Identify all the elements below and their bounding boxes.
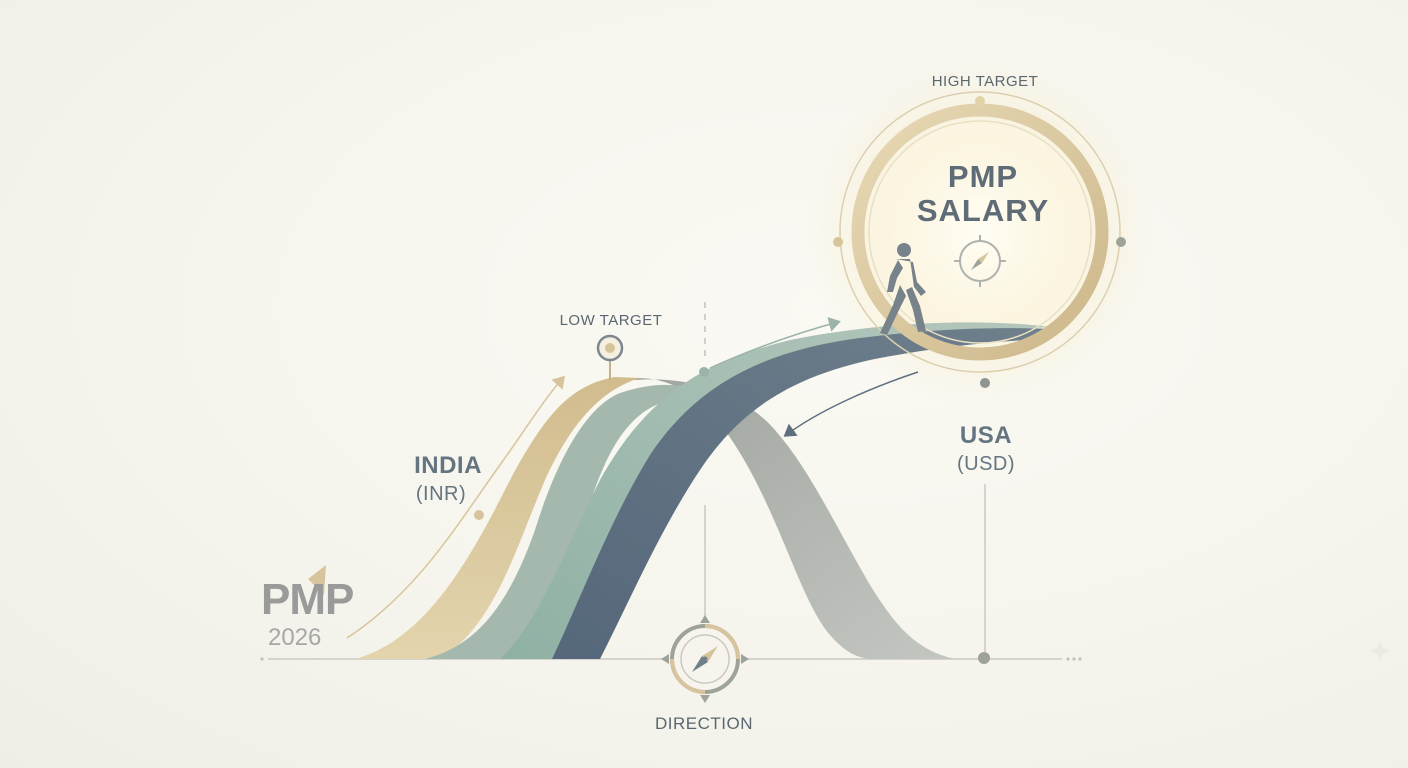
india-node (474, 510, 484, 520)
goal-title-line2: SALARY (917, 193, 1049, 228)
sage-bridge (500, 322, 1050, 659)
return-arrow (783, 371, 919, 437)
goal-compass-icon (954, 235, 1006, 287)
sparkle-icon (1369, 640, 1391, 662)
goal-ring-node-left (833, 237, 843, 247)
logo-year: 2026 (268, 624, 321, 651)
goal-title-line1: PMP (948, 159, 1018, 194)
bridge-node (699, 367, 709, 377)
gold-ribbon (355, 377, 640, 659)
low-target-label: LOW TARGET (560, 312, 663, 329)
walking-person-icon (880, 243, 926, 335)
usa-currency-label: (USD) (957, 453, 1015, 475)
direction-label: DIRECTION (655, 714, 753, 733)
goal-ring-node-top (975, 96, 985, 106)
goal-ring (851, 103, 1109, 361)
baseline-dots-right (1066, 657, 1082, 661)
baseline-dots-left (260, 657, 264, 661)
direction-compass-icon (661, 615, 749, 703)
slate-bridge (552, 328, 1052, 659)
goal-outer-ring (839, 91, 1121, 373)
usa-label: USA (960, 422, 1012, 449)
map-pin-icon (596, 334, 624, 380)
high-target-label: HIGH TARGET (932, 73, 1039, 90)
india-arrow (346, 375, 566, 639)
usa-node (978, 652, 990, 664)
logo-accent-icon (308, 565, 326, 595)
goal-inner-ring (868, 120, 1092, 344)
goal-ring-node-right (1116, 237, 1126, 247)
bridge-arrow (709, 317, 841, 369)
sage-ribbon (425, 384, 720, 659)
goal-ring-node-bottom (980, 378, 990, 388)
india-label: INDIA (414, 452, 482, 479)
grey-ribbon (600, 378, 955, 659)
logo-title: PMP (261, 575, 353, 624)
india-currency-label: (INR) (416, 483, 466, 505)
